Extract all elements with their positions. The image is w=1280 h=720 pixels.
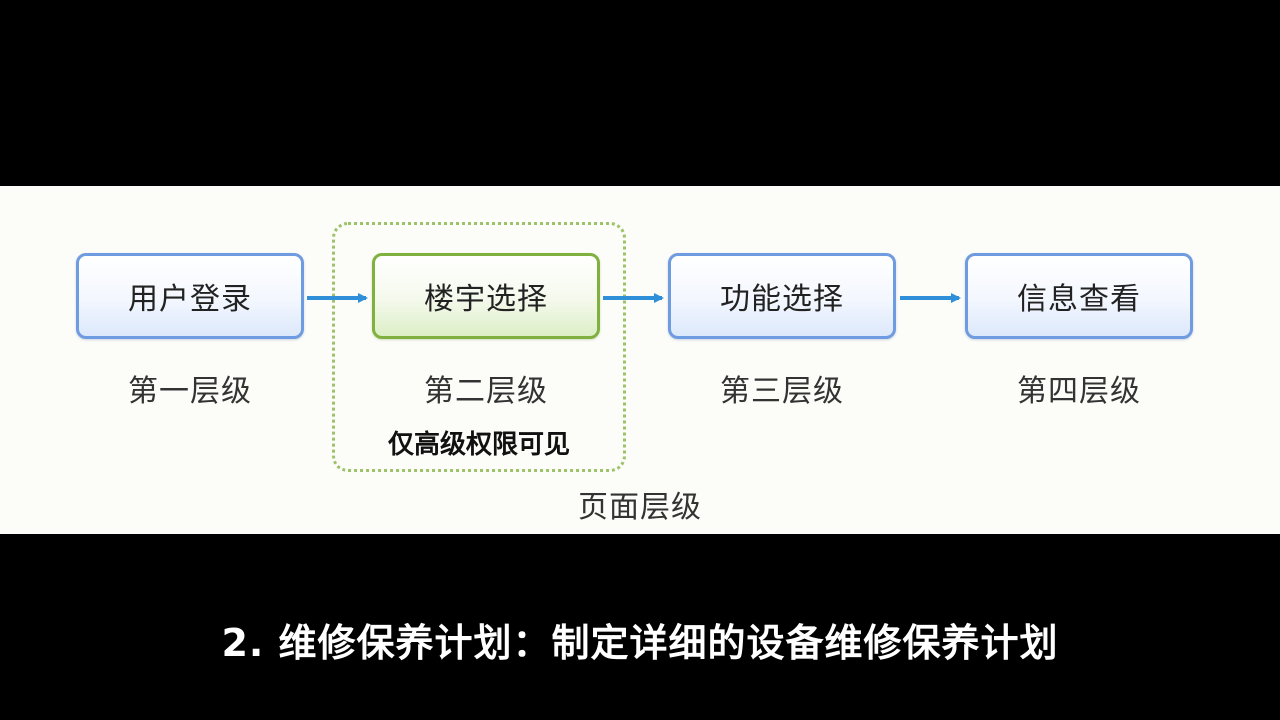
level-label-4: 第四层级 [1017,374,1141,409]
node-info-view: 信息查看 [965,253,1193,339]
page-level-label: 页面层级 [578,490,702,525]
flow-arrows [307,293,961,303]
node-user-login: 用户登录 [76,253,304,339]
node-building-select: 楼宇选择 [372,253,600,339]
restricted-note: 仅高级权限可见 [387,430,570,460]
restricted-group-outline [332,222,626,472]
level-label-1: 第一层级 [128,374,252,409]
level-label-2: 第二层级 [424,374,548,409]
level-label-3: 第三层级 [720,374,844,409]
node-function-select: 功能选择 [668,253,896,339]
diagram-panel: 用户登录 楼宇选择 功能选择 信息查看 第一层级 第二层级 第三层级 第四层级 … [0,186,1280,534]
subtitle-caption: 2. 维修保养计划：制定详细的设备维修保养计划 [221,621,1059,665]
